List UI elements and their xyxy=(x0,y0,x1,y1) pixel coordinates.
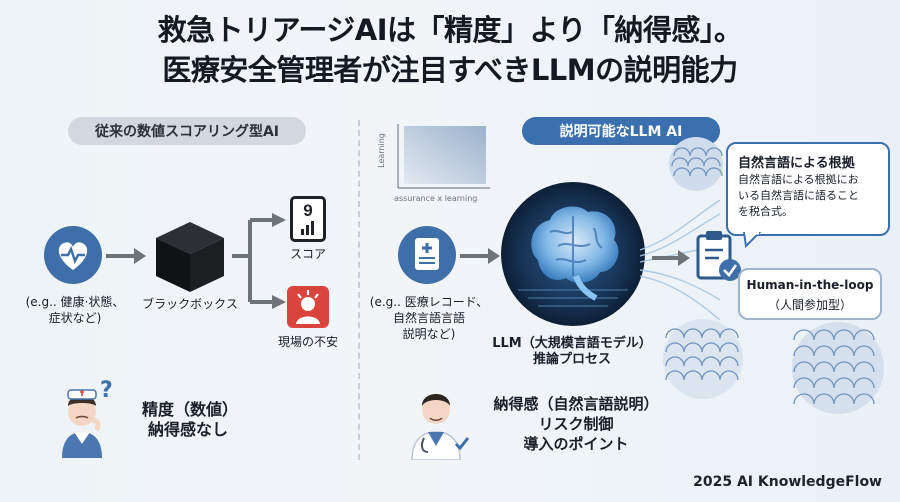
clipboard-check-icon xyxy=(694,228,744,286)
bubble-body-3: を税合式。 xyxy=(738,205,793,218)
wave-pattern-decoration-3 xyxy=(790,320,886,416)
anxious-person-icon xyxy=(287,286,329,328)
bubble-body-1: 自然言語による根拠にお xyxy=(738,173,859,186)
page-title-line1: 救急トリアージAIは「精度」より「納得感」。 xyxy=(157,13,743,47)
arrow-head-1 xyxy=(134,248,146,264)
left-input-label-1: (e.g.. 健康·状態、 xyxy=(25,295,125,309)
hitl-label-1: Human-in-the-loop xyxy=(746,278,874,292)
mini-assurance-chart: Learning assurance x learning xyxy=(374,120,494,212)
bubble-title: 自然言語による根拠 xyxy=(738,156,855,171)
bubble-tail xyxy=(742,231,763,249)
black-box-cube-icon xyxy=(152,218,228,296)
score-digit: 9 xyxy=(303,201,313,220)
section-divider xyxy=(358,120,360,460)
anxiety-label: 現場の不安 xyxy=(277,335,338,349)
arrow-record-to-llm xyxy=(460,254,490,258)
question-mark-icon: ? xyxy=(100,378,113,403)
left-bottom-line2: 納得感なし xyxy=(148,420,229,439)
right-bottom-line3: 導入のポイント xyxy=(523,435,629,453)
arrow-head-3 xyxy=(678,250,690,266)
page-title-line2: 医療安全管理者が注目すべきLLMの説明能力 xyxy=(162,53,738,87)
right-input-label-1: (e.g.. 医療レコード、 xyxy=(369,295,489,309)
right-bottom-line2: リスク制御 xyxy=(538,415,614,433)
wave-pattern-decoration-2 xyxy=(662,318,744,400)
footer-credit: 2025 AI KnowledgeFlow xyxy=(693,474,882,490)
natural-language-rationale-bubble: 自然言語による根拠 自然言語による根拠にお いる自然言語に語ること を税合式。 xyxy=(726,142,890,236)
hitl-label-2: （人間参加型） xyxy=(767,298,852,312)
heart-pulse-icon xyxy=(44,226,102,284)
legacy-ai-pill: 従来の数値スコアリング型AI xyxy=(68,117,306,145)
left-bottom-line1: 精度（数値） xyxy=(142,400,239,419)
arrow-llm-to-review xyxy=(652,256,680,260)
right-input-label-3: 説明など) xyxy=(402,327,456,341)
blackbox-label: ブラックボックス xyxy=(142,297,238,311)
right-bottom-line1: 納得感（自然言語説明） xyxy=(493,395,659,413)
human-in-the-loop-box: Human-in-the-loop （人間参加型） xyxy=(738,268,882,320)
llm-ai-pill: 説明可能なLLM AI xyxy=(522,117,720,145)
arrow-head-2 xyxy=(488,248,500,264)
ai-brain-icon xyxy=(498,180,648,328)
satisfied-doctor-icon xyxy=(402,376,474,461)
llm-label-2: 推論プロセス xyxy=(532,352,611,367)
wave-pattern-decoration-1 xyxy=(668,136,724,192)
score-label: スコア xyxy=(289,247,326,261)
mini-chart-ylabel: Learning xyxy=(376,133,386,168)
left-input-label-2: 症状など) xyxy=(48,311,102,325)
mini-chart-xlabel: assurance x learning xyxy=(394,194,478,203)
branch-arrows xyxy=(232,210,288,310)
right-input-label-2: 自然言語言語 xyxy=(392,311,465,325)
medical-record-icon xyxy=(398,226,456,284)
arrow-input-to-blackbox xyxy=(106,254,136,258)
score-card-icon: 9 xyxy=(290,196,326,242)
llm-label-1: LLM（大規模言語モデル） xyxy=(492,336,652,351)
bubble-body-2: いる自然言語に語ること xyxy=(738,189,859,202)
confused-nurse-icon: ? xyxy=(48,378,120,458)
